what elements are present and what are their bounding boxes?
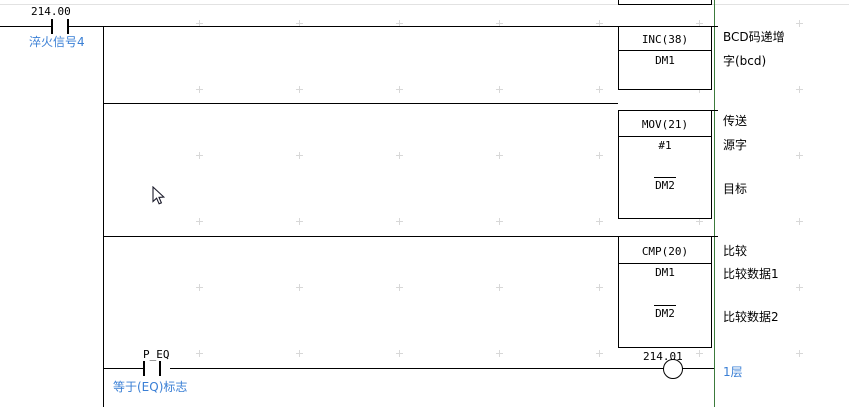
instruction-operand-inc-1[interactable]: DM1 xyxy=(655,54,675,67)
instruction-operand-mov-2[interactable]: DM2 xyxy=(619,177,711,192)
side-label-cmp-1: 比较 xyxy=(723,244,748,258)
inc-block-output-wire xyxy=(711,26,718,27)
contact-comment-214-00: 淬火信号4 xyxy=(29,35,85,49)
branch-vertical-rail xyxy=(103,26,104,407)
instruction-opcode-cmp: CMP(20) xyxy=(641,245,689,258)
cmp-block-output-wire xyxy=(711,236,718,237)
side-label-inc-2: 字(bcd) xyxy=(723,54,767,68)
instruction-operand-mov-2-text: DM2 xyxy=(654,177,676,192)
rung-wire-to-cmp-block xyxy=(103,236,618,237)
previous-block-bottom-edge xyxy=(618,4,712,5)
contact-address-p-eq[interactable]: P_EQ xyxy=(143,348,170,361)
side-label-cmp-3: 比较数据2 xyxy=(723,310,779,324)
instruction-block-inc[interactable]: INC(38) DM1 xyxy=(618,26,712,90)
rung-wire-to-mov-block xyxy=(103,103,618,104)
instruction-block-mov[interactable]: MOV(21) #1 DM2 xyxy=(618,110,712,219)
coil-comment-214-01: 1层 xyxy=(723,365,743,379)
previous-block-left-edge xyxy=(618,0,619,5)
contact-comment-p-eq: 等于(EQ)标志 xyxy=(113,380,188,394)
mouse-cursor xyxy=(152,185,166,206)
side-label-mov-1: 传送 xyxy=(723,114,748,128)
side-label-inc-1: BCD码递增 xyxy=(723,30,785,44)
previous-block-right-edge xyxy=(711,0,712,5)
contact-address-214-00[interactable]: 214.00 xyxy=(31,5,71,18)
row-separator-top xyxy=(0,4,849,5)
rung-wire-to-inc-block xyxy=(73,26,618,27)
instruction-operand-cmp-1[interactable]: DM1 xyxy=(655,266,675,279)
normally-open-contact-p-eq[interactable] xyxy=(143,361,171,376)
mov-block-output-wire xyxy=(711,110,718,111)
rung-wire-peq-to-coil xyxy=(170,368,664,369)
rung-wire-left-entry xyxy=(0,26,47,27)
instruction-operand-cmp-2-text: DM2 xyxy=(654,305,676,320)
rung-wire-to-peq-contact-left xyxy=(103,368,143,369)
side-label-cmp-2: 比较数据1 xyxy=(723,267,779,281)
side-label-mov-2: 源字 xyxy=(723,138,748,152)
instruction-operand-cmp-2[interactable]: DM2 xyxy=(619,305,711,320)
rung-wire-coil-to-bus xyxy=(682,368,714,369)
instruction-block-cmp[interactable]: CMP(20) DM1 DM2 xyxy=(618,236,712,348)
side-label-mov-3: 目标 xyxy=(723,182,748,196)
normally-open-contact-214-00[interactable] xyxy=(46,19,74,34)
instruction-operand-mov-1[interactable]: #1 xyxy=(658,139,672,152)
output-coil-214-01[interactable] xyxy=(663,359,683,379)
instruction-opcode-inc: INC(38) xyxy=(641,33,689,46)
right-bus-bar xyxy=(714,0,715,407)
instruction-opcode-mov: MOV(21) xyxy=(641,118,689,131)
